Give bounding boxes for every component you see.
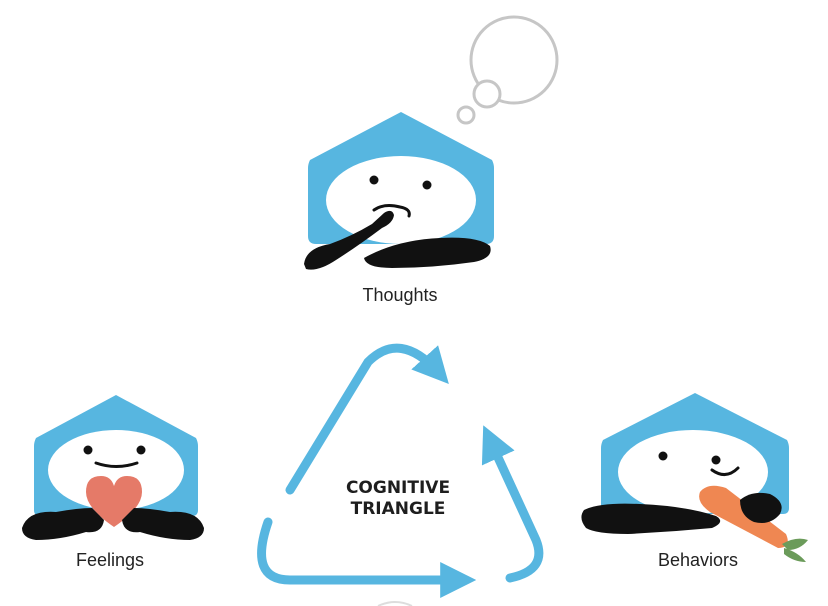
- behaviors-character-icon: [581, 393, 808, 562]
- arrow-feelings-to-behaviors: [257, 517, 477, 598]
- behaviors-arm: [581, 503, 721, 534]
- behaviors-eye-right: [711, 455, 721, 465]
- feelings-label: Feelings: [75, 550, 145, 570]
- feelings-eye-left: [83, 445, 93, 455]
- feelings-face: [48, 430, 184, 510]
- feelings-arms: [22, 508, 204, 540]
- faint-bottom-mark: [377, 601, 413, 606]
- arrow-feelings-to-thoughts: [285, 343, 449, 495]
- behaviors-eye-left: [658, 451, 668, 461]
- behaviors-hand: [740, 492, 782, 523]
- cognitive-triangle-title: COGNITIVE TRIANGLE: [318, 478, 478, 520]
- center-title-line2: TRIANGLE: [350, 499, 446, 519]
- center-title-line1: COGNITIVE: [345, 478, 451, 498]
- thoughts-face: [326, 156, 476, 244]
- carrot-icon: [699, 485, 788, 548]
- arrow-behaviors-to-thoughts: [481, 425, 544, 583]
- thoughts-forearm: [364, 237, 491, 268]
- thoughts-character-icon: [304, 112, 494, 270]
- thoughts-eye-right: [422, 180, 432, 190]
- thought-bubble-icon: [456, 15, 559, 125]
- thoughts-chin-hand: [372, 204, 411, 218]
- feelings-character-icon: [22, 395, 204, 540]
- behaviors-mouth: [710, 466, 740, 476]
- feelings-smile: [94, 461, 139, 468]
- feelings-eye-right: [136, 445, 146, 455]
- thoughts-arm: [304, 210, 394, 270]
- cognitive-triangle-arrows: [257, 343, 544, 598]
- carrot-leaves-icon: [782, 538, 808, 562]
- thoughts-eye-left: [369, 175, 379, 185]
- thoughts-label: Thoughts: [362, 285, 438, 305]
- behaviors-label: Behaviors: [657, 550, 739, 570]
